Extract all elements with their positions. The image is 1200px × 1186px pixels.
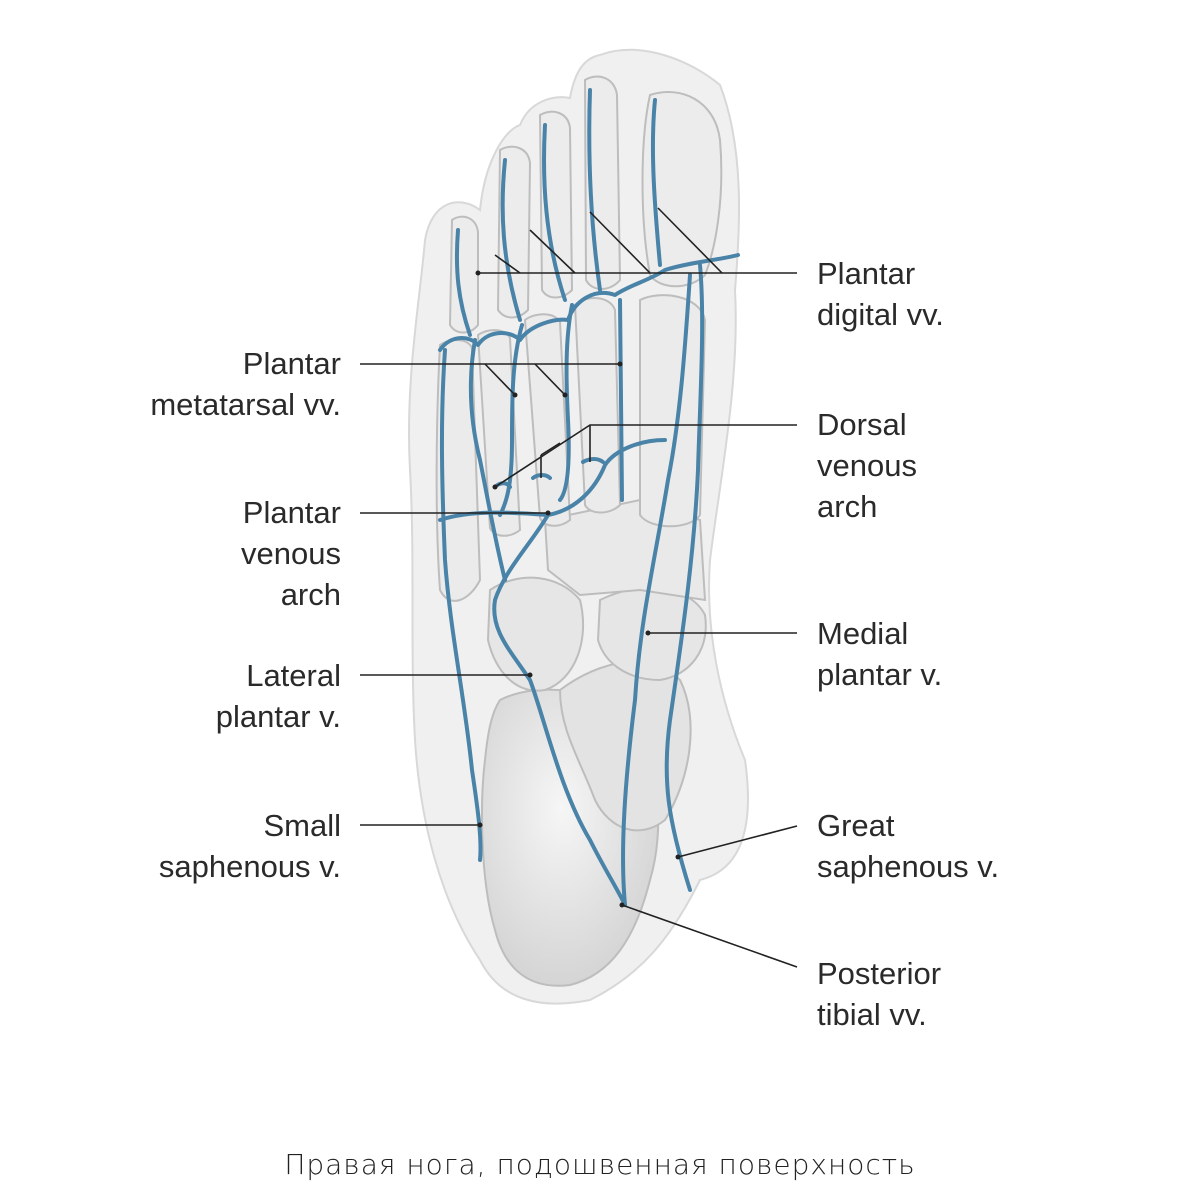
metatarsal-5	[435, 339, 482, 602]
dot-posterior-tibial	[619, 902, 625, 908]
plantar-digital-vein-4	[500, 158, 522, 322]
label-line: saphenous v.	[817, 849, 1000, 884]
leader-plantar-metatarsal-b	[534, 363, 566, 396]
plantar-digital-arches	[438, 253, 740, 352]
label-line: Medial	[817, 616, 909, 651]
label-line: Lateral	[246, 658, 341, 693]
label-line: Small	[263, 808, 341, 843]
figure-caption: Правая нога, подошвенная поверхность	[284, 1148, 916, 1181]
dot-plantar-metatarsal-a	[512, 392, 518, 398]
label-line: venous	[817, 448, 917, 483]
dorsal-perforator-3	[581, 457, 605, 464]
leader-great-saphenous	[677, 825, 798, 858]
plantar-metatarsal-vein-2	[558, 303, 574, 502]
plantar-digital-vein-3	[542, 123, 567, 302]
dot-medial-plantar	[645, 630, 651, 636]
leader-plantar-digital-b	[529, 229, 576, 274]
label-great-saphenous-v: Great saphenous v.	[817, 805, 999, 887]
leader-plantar-metatarsal-a	[484, 363, 516, 396]
metatarsal-1	[639, 294, 707, 528]
leader-posterior-tibial	[621, 904, 798, 968]
dot-lateral-plantar	[527, 672, 533, 678]
leader-plantar-digital-c	[589, 211, 651, 274]
label-plantar-digital-vv: Plantar digital vv.	[817, 253, 944, 335]
label-line: tibial vv.	[817, 997, 927, 1032]
dot-plantar-venous-arch	[545, 510, 551, 516]
dot-plantar-metatarsal-b	[562, 392, 568, 398]
label-line: metatarsal vv.	[150, 387, 341, 422]
dot-great-saphenous	[675, 854, 681, 860]
plantar-metatarsal-vein-1	[618, 298, 624, 502]
label-plantar-metatarsal-vv: Plantar metatarsal vv.	[150, 343, 341, 425]
label-line: Posterior	[817, 956, 942, 991]
label-line: Plantar	[242, 346, 341, 381]
dot-plantar-metatarsal	[617, 361, 623, 367]
label-line: digital vv.	[817, 297, 944, 332]
label-line: Dorsal	[817, 407, 907, 442]
label-line: plantar v.	[215, 699, 341, 734]
label-line: arch	[280, 577, 341, 612]
label-dorsal-venous-arch: Dorsal venous arch	[817, 404, 917, 527]
dot-small-saphenous	[477, 822, 483, 828]
hallux-phalanx	[641, 91, 723, 288]
plantar-digital-vein-hallux	[650, 98, 662, 267]
dot-plantar-digital	[475, 270, 481, 276]
plantar-digital-vein-5	[454, 228, 472, 337]
toe-4-phalanx	[496, 145, 532, 319]
toe-3-phalanx	[538, 110, 574, 299]
label-lateral-plantar-v: Lateral plantar v.	[216, 655, 341, 737]
dorsal-perforator-2	[531, 473, 552, 480]
label-line: venous	[241, 536, 341, 571]
label-plantar-venous-arch: Plantar venous arch	[241, 492, 341, 615]
small-saphenous-vein	[439, 348, 483, 862]
label-line: Plantar	[242, 495, 341, 530]
leader-plantar-digital-d	[657, 207, 723, 274]
plantar-metatarsal-vein-3	[498, 323, 524, 517]
leader-dorsal-venous-arch-c	[540, 442, 561, 456]
label-posterior-tibial-vv: Posterior tibial vv.	[817, 953, 941, 1035]
plantar-digital-vein-2	[587, 88, 602, 292]
dot-dorsal-venous-arch	[492, 484, 498, 490]
leader-plantar-digital-a	[494, 254, 521, 274]
label-line: Great	[817, 808, 895, 843]
label-line: plantar v.	[817, 657, 943, 692]
label-line: Plantar	[817, 256, 916, 291]
label-small-saphenous-v: Small saphenous v.	[159, 805, 341, 887]
label-medial-plantar-v: Medial plantar v.	[817, 613, 942, 695]
great-saphenous-vein	[664, 263, 705, 892]
lateral-plantar-vein	[492, 513, 627, 907]
medial-plantar-vein	[621, 273, 692, 907]
plantar-metatarsal-vein-4	[468, 338, 507, 582]
label-line: saphenous v.	[158, 849, 341, 884]
label-line: arch	[817, 489, 878, 524]
